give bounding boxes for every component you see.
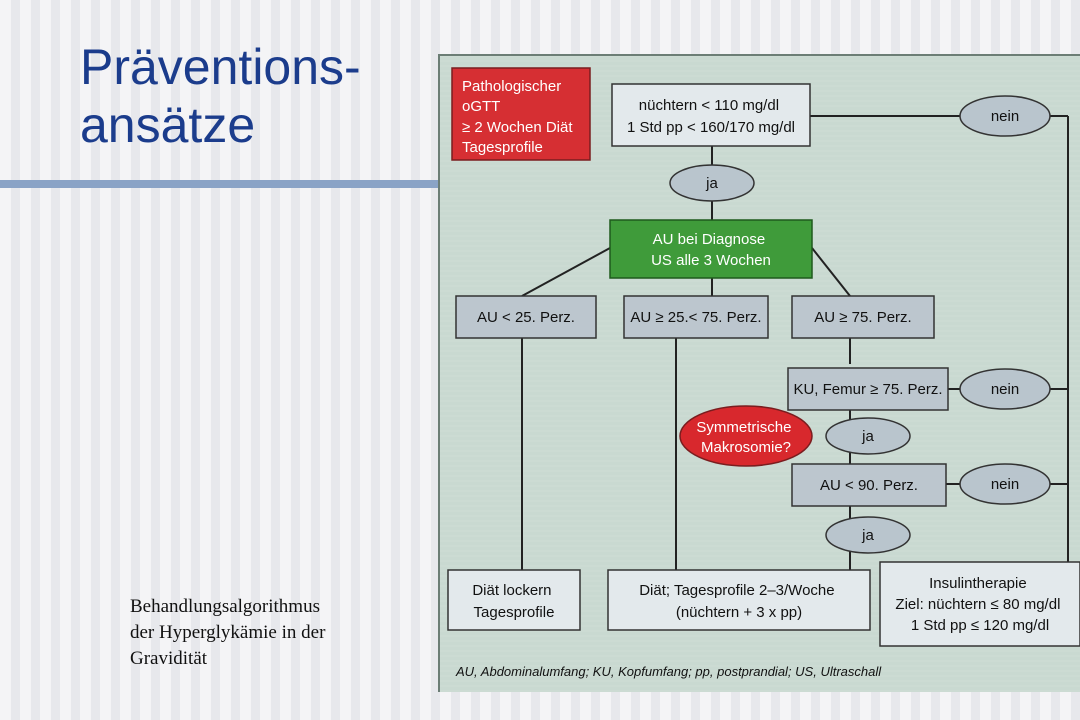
svg-text:Diät lockern Tagesprofil: Diät lockern Tagesprofile [472, 582, 555, 621]
caption-line-2: der Hyperglykämie in der [130, 622, 326, 643]
daily-profile-line-2: (nüchtern + 3 x pp) [676, 604, 802, 621]
nein-label-top: nein [991, 108, 1019, 125]
au-high-box [791, 295, 935, 339]
ja-oval-bottom [825, 516, 911, 554]
au-90-box [791, 463, 947, 507]
figure-caption: Behandlungsalgorithmus der Hyperglykämie… [130, 594, 420, 672]
diet-relax-line-1: Diät lockern [472, 582, 551, 599]
insulin-therapy-box [879, 561, 1080, 647]
ja-label-top: ja [705, 175, 718, 192]
ja-label-bottom: ja [861, 527, 874, 544]
au-mid-box [623, 295, 769, 339]
caption-line-1: Behandlungsalgorithmus [130, 596, 320, 617]
ja-oval-top [669, 164, 755, 202]
daily-profile-box [607, 569, 871, 631]
au-mid-label: AU ≥ 25.< 75. Perz. [630, 309, 761, 326]
diet-relax-box [447, 569, 581, 631]
glucose-threshold-line-2: 1 Std pp < 160/170 mg/dl [627, 119, 795, 136]
ja-label-middle: ja [861, 428, 874, 445]
au-low-box [455, 295, 597, 339]
nein-oval-bottom [959, 463, 1051, 505]
page-title: Präventions- ansätze [80, 38, 361, 154]
symmetric-macrosomia-oval [679, 405, 813, 467]
abbreviation-legend: AU, Abdominalumfang; KU, Kopfumfang; pp,… [456, 664, 882, 679]
pathologic-ogtt-line-3: ≥ 2 Wochen Diät [462, 119, 573, 136]
ja-oval-middle [825, 417, 911, 455]
pathologic-ogtt-line-2: oGTT [462, 98, 500, 115]
diet-relax-line-2: Tagesprofile [474, 604, 555, 621]
nein-label-bottom: nein [991, 476, 1019, 493]
daily-profile-line-1: Diät; Tagesprofile 2–3/Woche [639, 582, 834, 599]
nein-oval-top [959, 95, 1051, 137]
au-90-label: AU < 90. Perz. [820, 477, 918, 494]
insulin-line-3: 1 Std pp ≤ 120 mg/dl [911, 617, 1049, 634]
svg-text:nüchtern < 110 mg/dl 1 S: nüchtern < 110 mg/dl 1 Std pp < 160/170 … [627, 97, 795, 136]
pathologic-ogtt-line-4: Tagesprofile [462, 139, 543, 156]
diagnosis-line-2: US alle 3 Wochen [651, 252, 771, 269]
flowchart-photo: Pathologischer oGTT ≥ 2 Wochen Diät Tage… [438, 54, 1080, 692]
nein-label-middle: nein [991, 381, 1019, 398]
title-line-1: Präventions- [80, 39, 361, 95]
title-line-2: ansätze [80, 97, 256, 153]
ku-femur-label: KU, Femur ≥ 75. Perz. [793, 381, 942, 398]
flowchart-diagram: Pathologischer oGTT ≥ 2 Wochen Diät Tage… [447, 67, 1080, 647]
symmetric-line-1: Symmetrische [696, 419, 791, 436]
nein-oval-middle [959, 368, 1051, 410]
caption-line-3: Gravidität [130, 648, 208, 669]
title-underline [0, 180, 440, 188]
insulin-line-1: Insulintherapie [929, 575, 1027, 592]
connector-lines [521, 115, 1069, 572]
glucose-threshold-box [611, 83, 811, 147]
pathologic-ogtt-box [451, 67, 591, 161]
pathologic-ogtt-line-1: Pathologischer [462, 78, 561, 95]
svg-text:Pathologischer oGTT: Pathologischer oGTT ≥ 2 Wochen Diät Tage… [462, 78, 577, 156]
svg-text:AU bei Diagnose US alle: AU bei Diagnose US alle 3 Wochen [651, 231, 771, 269]
glucose-threshold-line-1: nüchtern < 110 mg/dl [639, 97, 779, 114]
ku-femur-box [787, 367, 949, 411]
insulin-line-2: Ziel: nüchtern ≤ 80 mg/dl [895, 596, 1060, 613]
symmetric-line-2: Makrosomie? [701, 439, 791, 456]
au-low-label: AU < 25. Perz. [477, 309, 575, 326]
svg-text:Diät; Tagesprofile 2–3/Woche: Diät; Tagesprofile 2–3/Woche (nüchtern +… [639, 582, 839, 621]
diagnosis-line-1: AU bei Diagnose [653, 231, 766, 248]
au-high-label: AU ≥ 75. Perz. [814, 309, 911, 326]
diagnosis-ultrasound-box [609, 219, 813, 279]
svg-text:Symmetrische Makrosomie?: Symmetrische Makrosomie? [696, 419, 795, 456]
svg-text:Insulintherapie Ziel: nü: Insulintherapie Ziel: nüchtern ≤ 80 mg/d… [895, 575, 1064, 634]
